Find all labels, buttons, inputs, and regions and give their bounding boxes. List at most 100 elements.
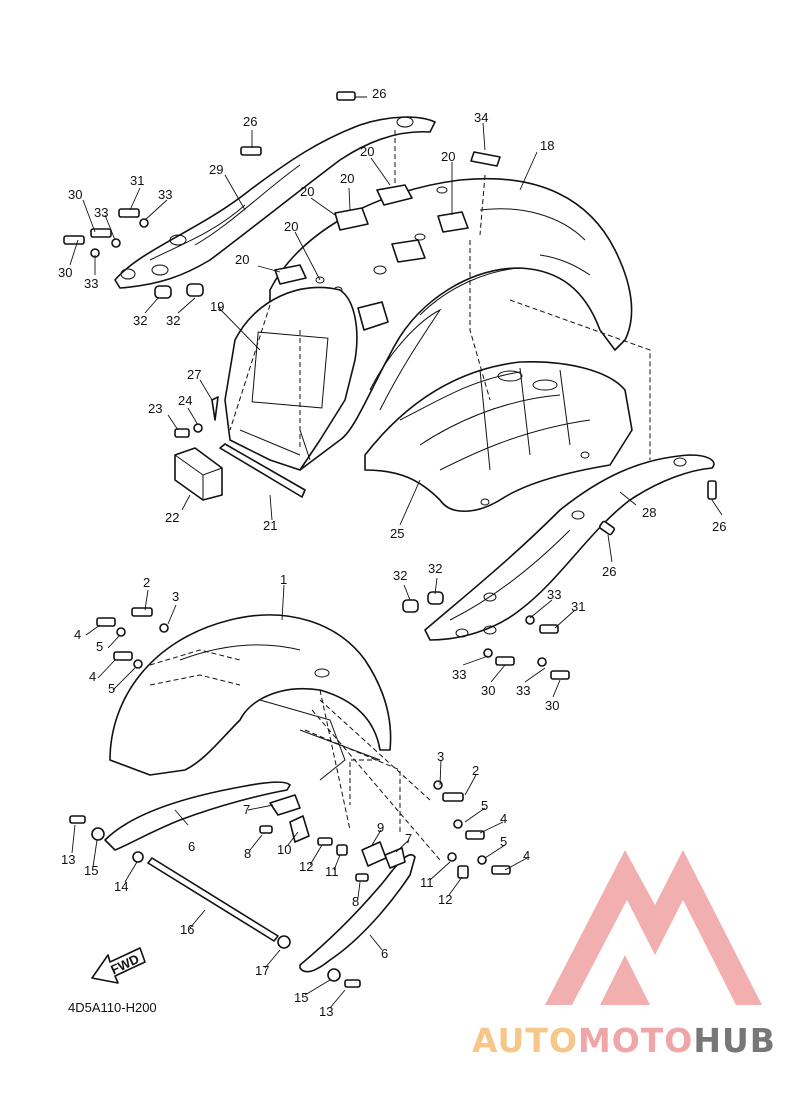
spacer-14[interactable] — [132, 851, 144, 863]
callout-29: 29 — [209, 162, 223, 177]
fwd-arrow-icon — [91, 947, 146, 984]
collar-15a[interactable] — [91, 827, 105, 841]
callout-5: 5 — [96, 639, 103, 654]
callout-30: 30 — [58, 265, 72, 280]
fender-stay-6b[interactable] — [299, 854, 416, 973]
bolt-23[interactable] — [174, 428, 190, 438]
fender-pads-20[interactable] — [274, 184, 469, 331]
callout-7: 7 — [243, 802, 250, 817]
bracket-7b[interactable] — [384, 847, 406, 869]
diagram-code: 4D5A110-H200 — [68, 1000, 157, 1015]
spacer-32a[interactable] — [154, 285, 172, 299]
washer-11b[interactable] — [447, 852, 457, 862]
clip-27[interactable] — [211, 396, 219, 421]
callout-31: 31 — [130, 173, 144, 188]
screw-8b[interactable] — [355, 873, 369, 882]
bolt-13b[interactable] — [344, 979, 361, 988]
callout-10: 10 — [277, 842, 291, 857]
callout-32: 32 — [166, 313, 180, 328]
callout-25: 25 — [390, 526, 404, 541]
spacer-32b[interactable] — [186, 283, 204, 297]
callout-26: 26 — [602, 564, 616, 579]
grab-bar-29[interactable] — [114, 116, 436, 289]
callout-5: 5 — [500, 834, 507, 849]
fender-stay-6a[interactable] — [104, 781, 291, 851]
watermark-part2: MOTO — [578, 1021, 693, 1060]
leader-lines — [69, 96, 723, 1009]
callout-9: 9 — [377, 820, 384, 835]
callout-20: 20 — [235, 252, 249, 267]
callout-20: 20 — [360, 144, 374, 159]
decal-34[interactable] — [470, 151, 501, 167]
watermark-part1: AUTO — [472, 1021, 578, 1060]
bolt-12a[interactable] — [317, 837, 333, 846]
callout-31: 31 — [571, 599, 585, 614]
box-22[interactable] — [174, 447, 223, 501]
watermark-triangle — [545, 850, 762, 1005]
callout-4: 4 — [500, 811, 507, 826]
axle-16[interactable] — [147, 857, 279, 942]
callout-30: 30 — [68, 187, 82, 202]
license-bracket-19[interactable] — [224, 286, 358, 471]
callout-1: 1 — [280, 572, 287, 587]
callout-30: 30 — [545, 698, 559, 713]
bracket-7a[interactable] — [269, 794, 301, 816]
clip-9[interactable] — [361, 841, 387, 867]
spacer-32d[interactable] — [427, 591, 444, 605]
collar-15b[interactable] — [327, 968, 341, 982]
callout-34: 34 — [474, 110, 488, 125]
callout-8: 8 — [352, 894, 359, 909]
inner-fender-25[interactable] — [364, 360, 633, 512]
callout-24: 24 — [178, 393, 192, 408]
spacer-32c[interactable] — [402, 599, 419, 613]
callout-27: 27 — [187, 367, 201, 382]
callout-5: 5 — [108, 681, 115, 696]
callout-33: 33 — [452, 667, 466, 682]
nut-11a[interactable] — [336, 844, 348, 856]
washer-24[interactable] — [193, 423, 203, 433]
callout-33: 33 — [158, 187, 172, 202]
screw-8a[interactable] — [259, 825, 273, 834]
callout-11: 11 — [420, 875, 434, 890]
watermark-triangle-inner — [600, 955, 650, 1005]
front-fender-1[interactable] — [109, 614, 392, 781]
callout-17: 17 — [255, 963, 269, 978]
callout-23: 23 — [148, 401, 162, 416]
callout-6: 6 — [381, 946, 388, 961]
callout-3: 3 — [172, 589, 179, 604]
collar-17[interactable] — [277, 935, 291, 949]
callout-19: 19 — [210, 299, 224, 314]
callout-33: 33 — [516, 683, 530, 698]
callout-16: 16 — [180, 922, 194, 937]
callout-33: 33 — [84, 276, 98, 291]
callout-4: 4 — [74, 627, 81, 642]
callout-2: 2 — [472, 763, 479, 778]
watermark-auto: AUTOMOTOHUB — [472, 1021, 776, 1060]
callout-13: 13 — [319, 1004, 333, 1019]
callout-4: 4 — [523, 848, 530, 863]
strip-21[interactable] — [219, 443, 306, 498]
callout-26: 26 — [243, 114, 257, 129]
callout-22: 22 — [165, 510, 179, 525]
callout-20: 20 — [340, 171, 354, 186]
callout-7: 7 — [405, 831, 412, 846]
grab-bar-28[interactable] — [424, 454, 715, 641]
callout-28: 28 — [642, 505, 656, 520]
bolt-13a[interactable] — [69, 815, 86, 824]
callout-15: 15 — [84, 863, 98, 878]
callout-20: 20 — [300, 184, 314, 199]
callout-6: 6 — [188, 839, 195, 854]
watermark-logo — [545, 850, 762, 1005]
callout-33: 33 — [94, 205, 108, 220]
callout-26: 26 — [712, 519, 726, 534]
callout-32: 32 — [428, 561, 442, 576]
callout-4: 4 — [89, 669, 96, 684]
fwd-label: FWD — [108, 951, 141, 977]
callout-8: 8 — [244, 846, 251, 861]
bolt-12b[interactable] — [457, 865, 469, 879]
callout-26: 26 — [372, 86, 386, 101]
callout-20: 20 — [284, 219, 298, 234]
watermark-part3: HUB — [693, 1021, 776, 1060]
